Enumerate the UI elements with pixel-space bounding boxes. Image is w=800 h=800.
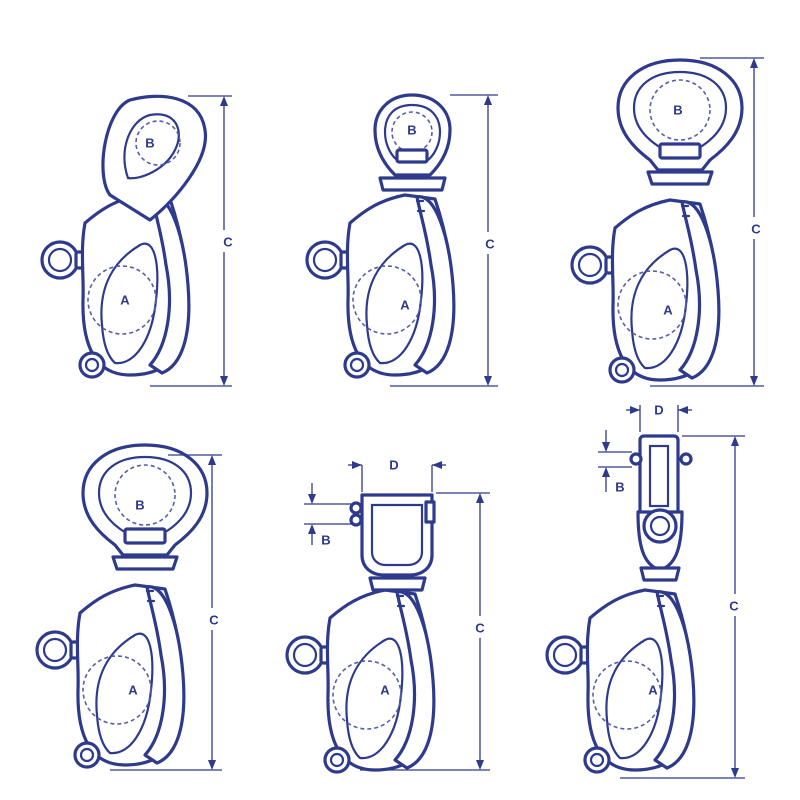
label-a-v6: A	[648, 683, 658, 698]
dimension-c-v1: C	[150, 95, 238, 387]
large-eye-head-v4	[81, 443, 209, 571]
small-eye-head	[373, 93, 452, 192]
dimension-d-v5: D	[348, 458, 446, 492]
swivel-jaw-head	[349, 493, 436, 592]
label-c-v1: C	[223, 235, 233, 250]
variant-1-fixed-eye: B A C	[40, 94, 238, 387]
variant-2-small-swivel-eye: B A C	[305, 93, 500, 387]
label-b-v3: B	[673, 103, 682, 118]
label-a-v4: A	[128, 683, 138, 698]
dimension-b-v5: B	[304, 483, 352, 548]
dimension-c-v4: C	[110, 454, 224, 771]
label-b-v2: B	[407, 123, 416, 138]
label-c-v4: C	[209, 613, 219, 628]
jaw-swivel-head	[629, 434, 693, 582]
variant-6-jaw-with-swivel-eye: D B A C	[545, 403, 745, 779]
label-d-v6: D	[654, 403, 663, 418]
dimension-c-v3: C	[650, 57, 766, 387]
dimension-d-v6: D	[626, 403, 692, 432]
variant-4-large-swivel-eye: B A C	[35, 443, 224, 771]
large-eye-head-v3	[616, 58, 744, 186]
label-d-v5: D	[389, 458, 398, 473]
label-a-v2: A	[400, 298, 410, 313]
label-c-v5: C	[475, 621, 485, 636]
dimension-b-v6: B	[598, 430, 632, 495]
label-a-v1: A	[120, 293, 130, 308]
label-a-v5: A	[380, 683, 390, 698]
label-c-v2: C	[485, 237, 495, 252]
label-a-v3: A	[663, 303, 673, 318]
label-b-v1: B	[145, 136, 154, 151]
label-b-v6: B	[615, 480, 624, 495]
fixed-eye-head	[101, 94, 208, 222]
label-c-v3: C	[751, 222, 761, 237]
dimension-c-v2: C	[390, 94, 500, 387]
label-c-v6: C	[729, 599, 739, 614]
dimension-c-v6: C	[620, 435, 745, 779]
label-b-v4: B	[135, 498, 144, 513]
label-b-v5: B	[321, 533, 330, 548]
dimension-c-v5: C	[360, 492, 490, 771]
variant-5-swivel-jaw: D B A C	[285, 458, 490, 774]
variant-3-large-swivel-eye: B A C	[570, 57, 766, 387]
